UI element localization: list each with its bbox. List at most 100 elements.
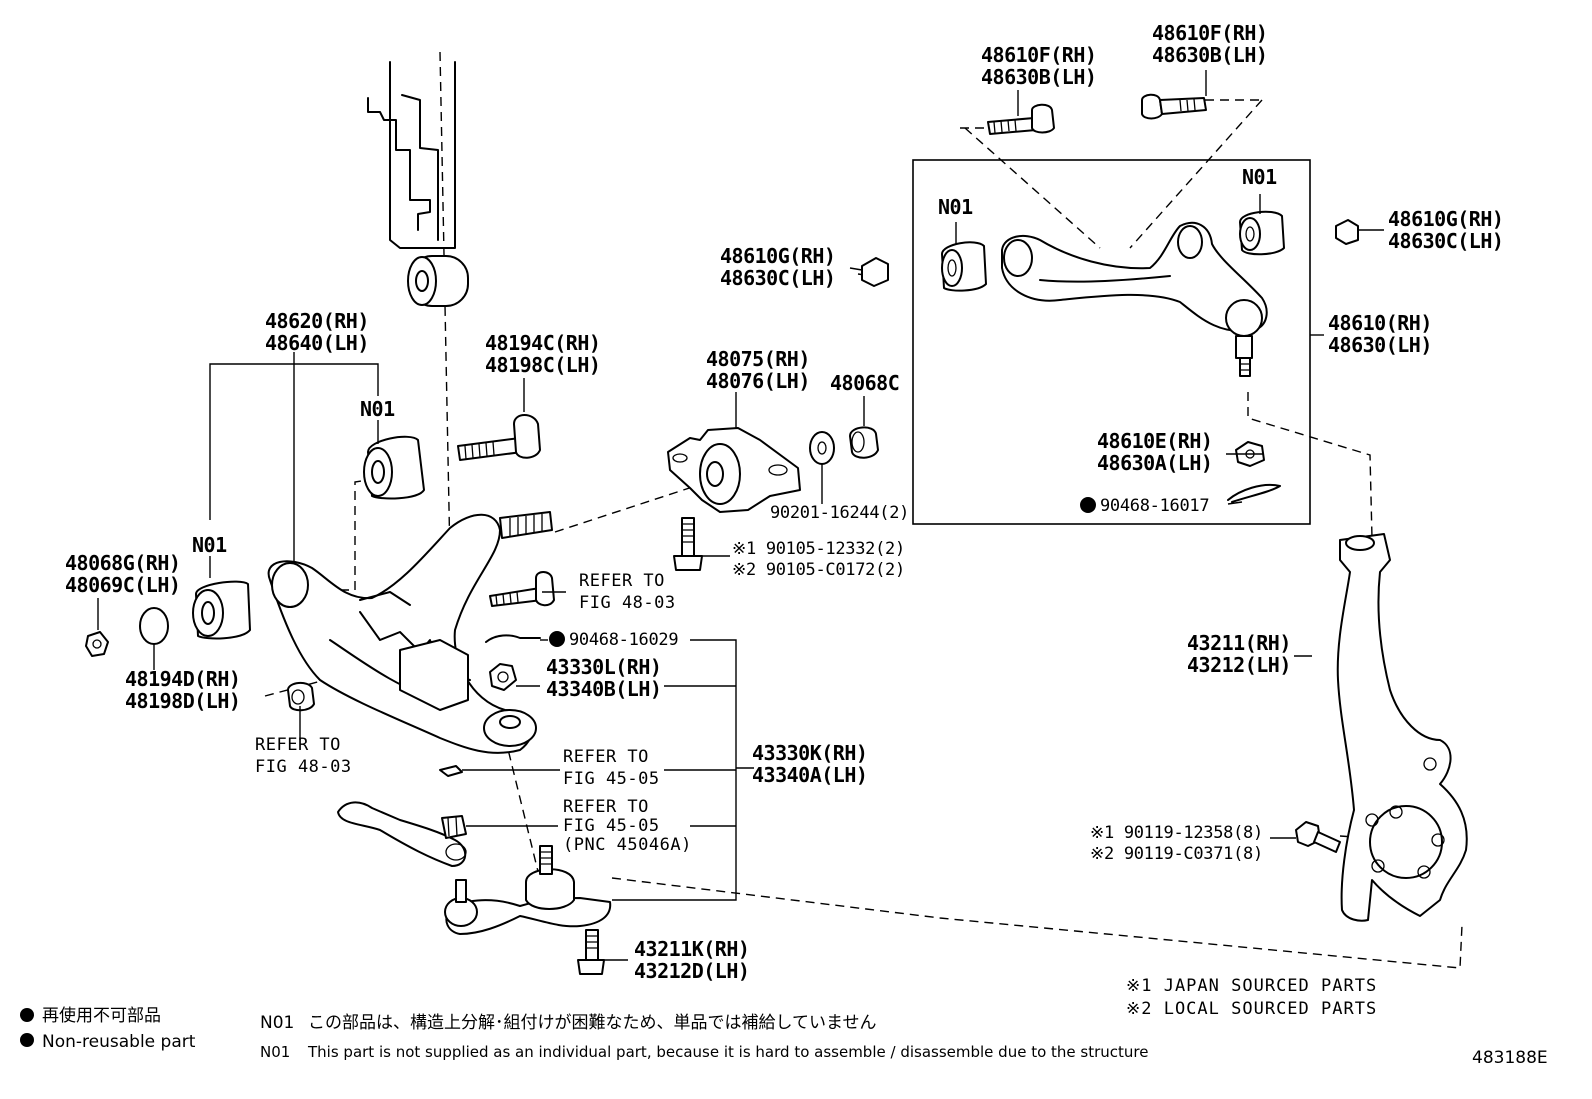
washer-90201 xyxy=(809,431,835,465)
legend-n01-code-ja: N01 xyxy=(260,1013,294,1033)
label-refer-48-03-bottom-1: REFER TO xyxy=(255,735,341,755)
tie-rod-end xyxy=(337,801,467,867)
upper-bolt-left xyxy=(987,103,1055,135)
upper-arm-box xyxy=(912,159,1311,525)
legend-dot-ja xyxy=(20,1008,34,1022)
legend-n01-code-en: N01 xyxy=(260,1043,290,1061)
label-n01-lower-front: N01 xyxy=(192,533,227,557)
label-cam-plate-rh: 48194D(RH) xyxy=(125,667,240,691)
refer-45-05-cotter xyxy=(439,765,463,777)
label-lower-ball-nut-lh: 43340B(LH) xyxy=(546,677,661,701)
label-lower-arm-lh: 48640(LH) xyxy=(265,331,369,355)
label-cam-plate-lh: 48198D(LH) xyxy=(125,689,240,713)
non-reusable-dot-lower xyxy=(549,631,565,647)
label-ball-joint-lh: 43340A(LH) xyxy=(752,763,867,787)
non-reusable-dot-upper xyxy=(1080,497,1096,513)
upper-nut-right xyxy=(1335,219,1359,245)
legend-non-reusable-en: Non-reusable part xyxy=(42,1032,196,1052)
ball-joint xyxy=(444,845,612,935)
note-local-sourced: ※2 LOCAL SOURCED PARTS xyxy=(1126,999,1377,1019)
lower-arm-washer xyxy=(287,682,315,712)
label-cam-bolt-rh: 48194C(RH) xyxy=(485,331,600,355)
label-bracket-bolt-2: ※2 90105-C0172(2) xyxy=(732,560,905,580)
label-washer-90201: 90201-16244(2) xyxy=(770,503,909,523)
legend-non-reusable-ja: 再使用不可部品 xyxy=(42,1005,161,1026)
label-upper-nut-right-rh: 48610G(RH) xyxy=(1388,207,1503,231)
label-lower-arm-rh: 48620(RH) xyxy=(265,309,369,333)
label-lower-ball-nut-rh: 43330L(RH) xyxy=(546,655,661,679)
label-refer-45-05-pnc-3: (PNC 45046A) xyxy=(563,835,692,855)
upper-bushing-right-n01 xyxy=(1239,210,1285,256)
label-refer-48-03-top-1: REFER TO xyxy=(579,571,665,591)
upper-bolt-right xyxy=(1141,93,1207,120)
label-refer-45-05-pnc-1: REFER TO xyxy=(563,797,649,817)
label-upper-nut-left-rh: 48610G(RH) xyxy=(720,244,835,268)
label-front-nut-rh: 48068G(RH) xyxy=(65,551,180,575)
knuckle-bolt xyxy=(1295,821,1341,853)
label-knuckle-rh: 43211(RH) xyxy=(1187,631,1291,655)
label-rear-bushing-rh: 48075(RH) xyxy=(706,347,810,371)
lower-ball-nut xyxy=(489,663,517,691)
cam-bolt xyxy=(457,414,541,461)
refer-bolt-48-03 xyxy=(489,571,555,607)
castle-nut xyxy=(441,815,467,839)
label-ball-joint-bolt-rh: 43211K(RH) xyxy=(634,937,749,961)
label-bracket-bolt-1: ※1 90105-12332(2) xyxy=(732,539,905,559)
label-upper-cotter-pin: 90468-16017 xyxy=(1100,496,1209,516)
figure-id: 483188E xyxy=(1472,1048,1548,1068)
steering-knuckle xyxy=(1336,533,1468,922)
lower-cotter-pin xyxy=(485,634,541,643)
label-n01-upper-left: N01 xyxy=(938,195,973,219)
note-japan-sourced: ※1 JAPAN SOURCED PARTS xyxy=(1126,976,1377,996)
legend-n01-en: This part is not supplied as an individu… xyxy=(307,1043,1148,1061)
lower-control-arm xyxy=(267,511,553,754)
label-refer-45-05-2: FIG 45-05 xyxy=(563,769,660,789)
front-nut xyxy=(85,631,109,657)
legend-dot-en xyxy=(20,1033,34,1047)
upper-cotter-pin xyxy=(1227,484,1281,503)
upper-control-arm xyxy=(1001,221,1268,377)
label-refer-45-05-pnc-2: FIG 45-05 xyxy=(563,816,660,836)
label-knuckle-bolt-2: ※2 90119-C0371(8) xyxy=(1090,844,1263,864)
label-lower-cotter-pin: 90468-16029 xyxy=(569,630,678,650)
label-upper-bolt-left-rh: 48610F(RH) xyxy=(981,43,1096,67)
ball-joint-bolt xyxy=(577,929,605,975)
upper-bushing-left-n01 xyxy=(941,241,987,292)
label-rear-bushing-lh: 48076(LH) xyxy=(706,369,810,393)
sourcing-notes: ※1 JAPAN SOURCED PARTS ※2 LOCAL SOURCED … xyxy=(1126,976,1377,1019)
label-upper-nut-left-lh: 48630C(LH) xyxy=(720,266,835,290)
label-front-nut-lh: 48069C(LH) xyxy=(65,573,180,597)
label-upper-bolt-left-lh: 48630B(LH) xyxy=(981,65,1096,89)
lower-arm-rear-bushing-n01 xyxy=(363,435,425,500)
upper-nut-left xyxy=(861,257,889,287)
shock-absorber xyxy=(367,61,469,307)
leader-lines xyxy=(97,70,1384,961)
label-refer-48-03-top-2: FIG 48-03 xyxy=(579,593,676,613)
label-knuckle-lh: 43212(LH) xyxy=(1187,653,1291,677)
label-knuckle-bolt-1: ※1 90119-12358(8) xyxy=(1090,823,1263,843)
label-upper-bolt-right-lh: 48630B(LH) xyxy=(1152,43,1267,67)
label-ball-joint-bolt-lh: 43212D(LH) xyxy=(634,959,749,983)
rear-bushing-bracket xyxy=(667,427,801,513)
label-washer-48068c: 48068C xyxy=(830,371,899,395)
label-refer-45-05-1: REFER TO xyxy=(563,747,649,767)
part-labels: 48610F(RH) 48630B(LH) 48610F(RH) 48630B(… xyxy=(65,21,1504,983)
legend: 再使用不可部品 Non-reusable part N01 この部品は、構造上分… xyxy=(20,1005,1148,1061)
label-upper-arm-rh: 48610(RH) xyxy=(1328,311,1432,335)
label-upper-arm-lh: 48630(LH) xyxy=(1328,333,1432,357)
label-upper-ball-nut-rh: 48610E(RH) xyxy=(1097,429,1212,453)
label-cam-bolt-lh: 48198C(LH) xyxy=(485,353,600,377)
cam-plate xyxy=(139,607,169,645)
bracket-bolt xyxy=(673,517,703,571)
label-n01-upper-right: N01 xyxy=(1242,165,1277,189)
label-upper-bolt-right-rh: 48610F(RH) xyxy=(1152,21,1267,45)
washer-48068c xyxy=(849,426,879,459)
label-upper-nut-right-lh: 48630C(LH) xyxy=(1388,229,1503,253)
label-n01-lower-rear: N01 xyxy=(360,397,395,421)
label-refer-48-03-bottom-2: FIG 48-03 xyxy=(255,757,352,777)
label-ball-joint-rh: 43330K(RH) xyxy=(752,741,867,765)
lower-arm-front-bushing-n01 xyxy=(192,580,251,640)
legend-n01-ja: この部品は、構造上分解･組付けが困難なため、単品では補給していません xyxy=(308,1013,876,1033)
label-upper-ball-nut-lh: 48630A(LH) xyxy=(1097,451,1212,475)
